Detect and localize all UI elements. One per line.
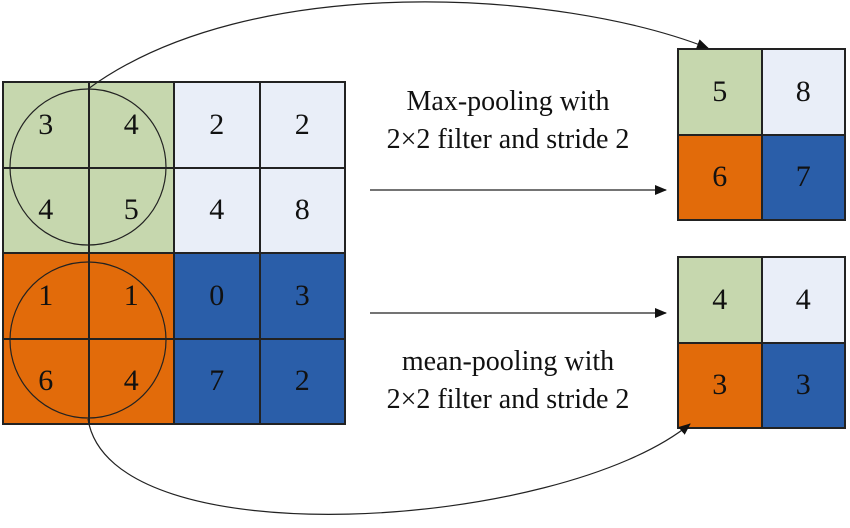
input-cell: 2 — [174, 82, 260, 168]
mean-pooling-caption: mean-pooling with 2×2 filter and stride … — [348, 343, 668, 419]
top-curved-arrow — [87, 1, 709, 90]
mean-pooling-output: 4 4 3 3 — [677, 256, 846, 429]
max-pooling-output: 5 8 6 7 — [677, 48, 846, 221]
input-cell: 3 — [3, 82, 89, 168]
input-cell: 4 — [88, 338, 174, 424]
input-cell: 4 — [88, 82, 174, 168]
input-cell: 5 — [88, 167, 174, 253]
mean-output-cell: 3 — [761, 342, 845, 428]
input-cell: 0 — [174, 253, 260, 339]
input-cell: 8 — [259, 167, 345, 253]
input-cell: 7 — [174, 338, 260, 424]
input-cell: 2 — [259, 82, 345, 168]
bottom-curved-arrow — [87, 418, 691, 515]
mean-caption-line1: mean-pooling with — [401, 346, 615, 377]
input-cell: 2 — [259, 338, 345, 424]
input-cell: 4 — [3, 167, 89, 253]
input-feature-map: 3 4 2 2 4 5 4 8 1 1 0 3 6 4 7 2 — [2, 81, 346, 425]
input-cell: 1 — [88, 253, 174, 339]
mean-output-cell: 4 — [761, 257, 845, 343]
mean-output-cell: 3 — [678, 342, 762, 428]
max-output-cell: 8 — [761, 49, 845, 135]
input-cell: 3 — [259, 253, 345, 339]
max-output-cell: 5 — [678, 49, 762, 135]
max-caption-line1: Max-pooling with — [406, 86, 610, 117]
mean-caption-line2: 2×2 filter and stride 2 — [386, 384, 630, 415]
max-output-cell: 6 — [678, 134, 762, 220]
input-cell: 1 — [3, 253, 89, 339]
mean-output-cell: 4 — [678, 257, 762, 343]
max-caption-line2: 2×2 filter and stride 2 — [386, 124, 630, 155]
max-pooling-caption: Max-pooling with 2×2 filter and stride 2 — [348, 83, 668, 159]
max-output-cell: 7 — [761, 134, 845, 220]
input-cell: 4 — [174, 167, 260, 253]
input-cell: 6 — [3, 338, 89, 424]
